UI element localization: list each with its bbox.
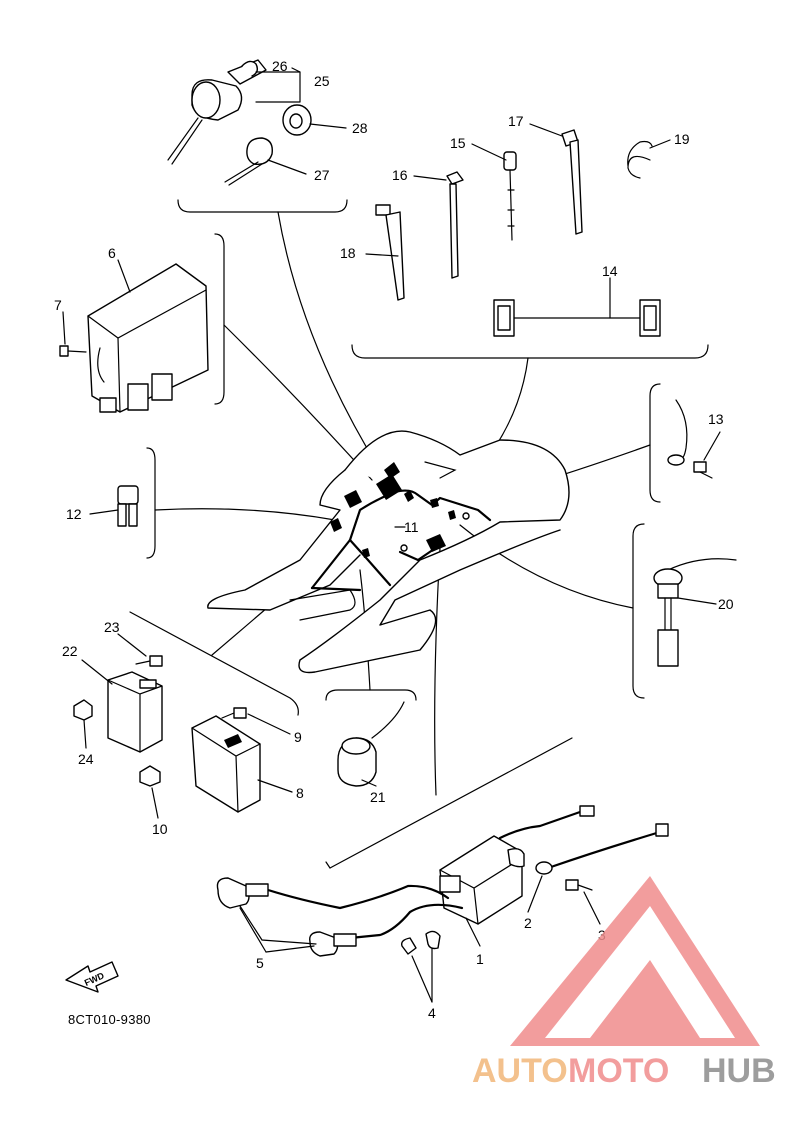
- wire-harness: [310, 462, 492, 592]
- callout-17: 17: [508, 113, 524, 129]
- group-brackets: [129, 199, 709, 869]
- callout-14: 14: [602, 263, 618, 279]
- lead-wire-14: [493, 299, 661, 337]
- fwd-arrow-icon: FWD: [65, 961, 119, 993]
- callout-16: 16: [392, 167, 408, 183]
- callout-25: 25: [314, 73, 330, 89]
- plug-caps-5: [216, 877, 357, 957]
- automotohub-logo: AUTO MOTO HUB: [472, 876, 776, 1090]
- nut-10: [139, 765, 161, 787]
- sensor-20: [653, 558, 737, 667]
- band-16: [446, 171, 464, 279]
- nut-24: [73, 699, 93, 721]
- callout-4: 4: [428, 1005, 436, 1021]
- clip-19: [627, 140, 653, 179]
- callout-10: 10: [152, 821, 168, 837]
- callout-19: 19: [674, 131, 690, 147]
- callout-27: 27: [314, 167, 330, 183]
- callout-28: 28: [352, 120, 368, 136]
- rectifier-22: [107, 671, 163, 753]
- callout-22: 22: [62, 643, 78, 659]
- regulator-8: [191, 715, 261, 813]
- bolt-9: [221, 707, 247, 719]
- clamp-15: [503, 151, 517, 241]
- callout-12: 12: [66, 506, 82, 522]
- bolt-7: [59, 345, 87, 357]
- watermark-auto: AUTO: [472, 1052, 568, 1090]
- screw-3: [565, 879, 593, 891]
- high-tension-leads: [266, 810, 662, 940]
- callout-2: 2: [524, 915, 532, 931]
- fuse-12: [117, 485, 139, 527]
- connector-2: [535, 805, 669, 875]
- band-18: [375, 204, 405, 301]
- callout-5: 5: [256, 955, 264, 971]
- leader-lines: [154, 211, 651, 796]
- callout-15: 15: [450, 135, 466, 151]
- switch-27: [224, 137, 273, 186]
- callout-18: 18: [340, 245, 356, 261]
- ground-lead: [667, 399, 713, 479]
- key-washer-28: [282, 104, 312, 136]
- callout-6: 6: [108, 245, 116, 261]
- callout-23: 23: [104, 619, 120, 635]
- callout-9: 9: [294, 729, 302, 745]
- callout-leaders: [62, 67, 721, 1003]
- callout-20: 20: [718, 596, 734, 612]
- callout-24: 24: [78, 751, 94, 767]
- callout-21: 21: [370, 789, 386, 805]
- clamp-17: [561, 129, 583, 235]
- clips-4: [400, 930, 441, 955]
- condenser-21: [337, 701, 405, 787]
- main-switch: [167, 59, 301, 165]
- callout-labels: 1 2 3 4 5 6 7 8 9 10 11 12 13 14 15 16 1…: [54, 58, 734, 1021]
- watermark-hub: HUB: [702, 1052, 776, 1090]
- callout-13: 13: [708, 411, 724, 427]
- bolt-23: [135, 655, 163, 667]
- callout-26: 26: [272, 58, 288, 74]
- cdi-unit-6: [87, 263, 209, 413]
- watermark-moto: MOTO: [568, 1052, 669, 1090]
- callout-11: 11: [404, 519, 419, 535]
- callout-1: 1: [476, 951, 484, 967]
- ignition-coil-1: [439, 835, 525, 925]
- diagram-code: 8CT010-9380: [68, 1012, 151, 1027]
- callout-8: 8: [296, 785, 304, 801]
- callout-7: 7: [54, 297, 62, 313]
